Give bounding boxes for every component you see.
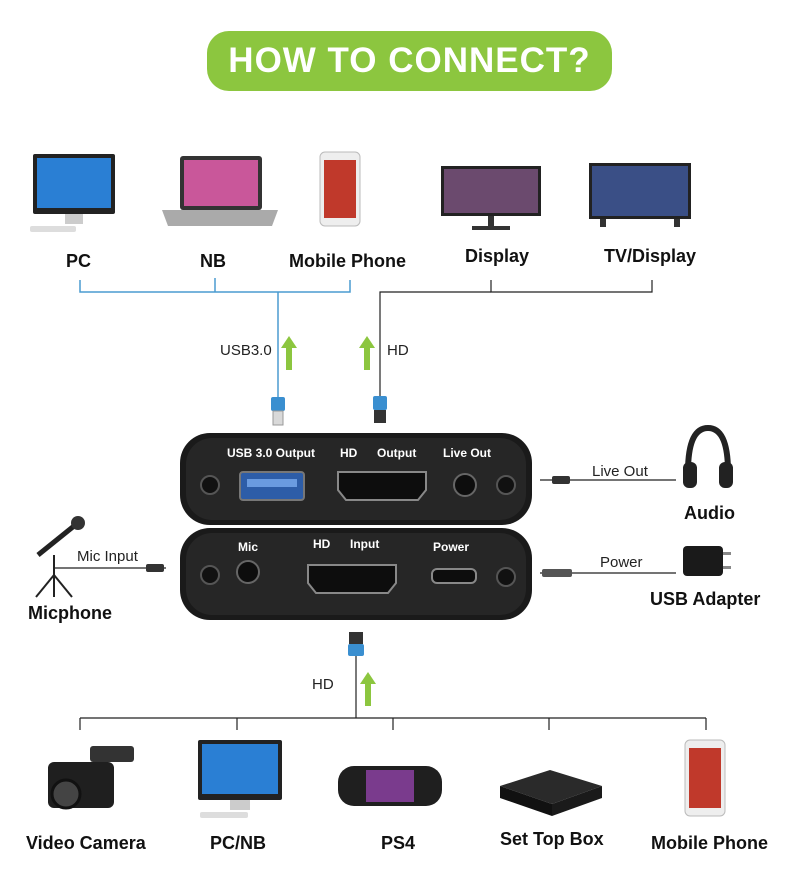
headphones-icon <box>683 424 733 488</box>
pc-label: PC <box>66 251 92 271</box>
audio-label: Audio <box>684 503 735 523</box>
mobile-phone-label: Mobile Phone <box>289 251 406 271</box>
nb-label: NB <box>200 251 226 271</box>
mic-input-cable-label: Mic Input <box>77 548 138 565</box>
live-out-cable-label: Live Out <box>592 463 648 480</box>
pc-icon <box>30 154 115 232</box>
pc-icon <box>198 740 282 818</box>
ps4-handheld-icon <box>338 766 442 806</box>
display-icon <box>441 166 541 230</box>
output-port-label: Output <box>377 446 417 460</box>
capture-device-upper <box>180 433 532 525</box>
up-arrow-icon <box>359 336 375 370</box>
tv-display-label: TV/Display <box>604 246 697 266</box>
micphone-label: Micphone <box>28 603 112 623</box>
hd-input-cable-label: HD <box>312 676 334 693</box>
mobile-phone-bottom-label: Mobile Phone <box>651 833 768 853</box>
up-arrow-icon <box>281 336 297 370</box>
hd-input-port-label: HD <box>313 537 331 551</box>
tv-icon <box>589 163 691 227</box>
input-port-label: Input <box>350 537 380 551</box>
laptop-icon <box>162 156 278 226</box>
set-top-box-label: Set Top Box <box>500 829 604 849</box>
microphone-icon <box>35 516 85 598</box>
hdmi-plug-icon <box>348 632 364 656</box>
live-out-port-label: Live Out <box>443 446 492 460</box>
page-title: HOW TO CONNECT? <box>207 31 612 91</box>
set-top-box-icon <box>500 770 602 816</box>
video-camera-label: Video Camera <box>26 833 146 853</box>
usb-adapter-label: USB Adapter <box>650 589 761 609</box>
usb3-cable-label: USB3.0 <box>220 342 272 359</box>
usb-output-port-label: USB 3.0 Output <box>227 446 316 460</box>
ps4-label: PS4 <box>381 833 416 853</box>
power-cable-label: Power <box>600 554 643 571</box>
video-camera-icon <box>48 746 134 810</box>
pc-nb-label: PC/NB <box>210 833 267 853</box>
hd-port-label: HD <box>340 446 358 460</box>
power-port-label: Power <box>433 540 470 554</box>
hdmi-plug-icon <box>373 396 387 423</box>
usb-plug-icon <box>271 397 285 426</box>
up-arrow-icon <box>360 672 376 706</box>
capture-device-lower <box>180 528 532 620</box>
usb-adapter-icon <box>683 546 731 576</box>
mobile-phone-icon <box>684 739 726 817</box>
hd-output-cable-label: HD <box>387 342 409 359</box>
mobile-phone-icon <box>319 151 361 227</box>
display-label: Display <box>465 246 530 266</box>
mic-port-label: Mic <box>238 540 259 554</box>
